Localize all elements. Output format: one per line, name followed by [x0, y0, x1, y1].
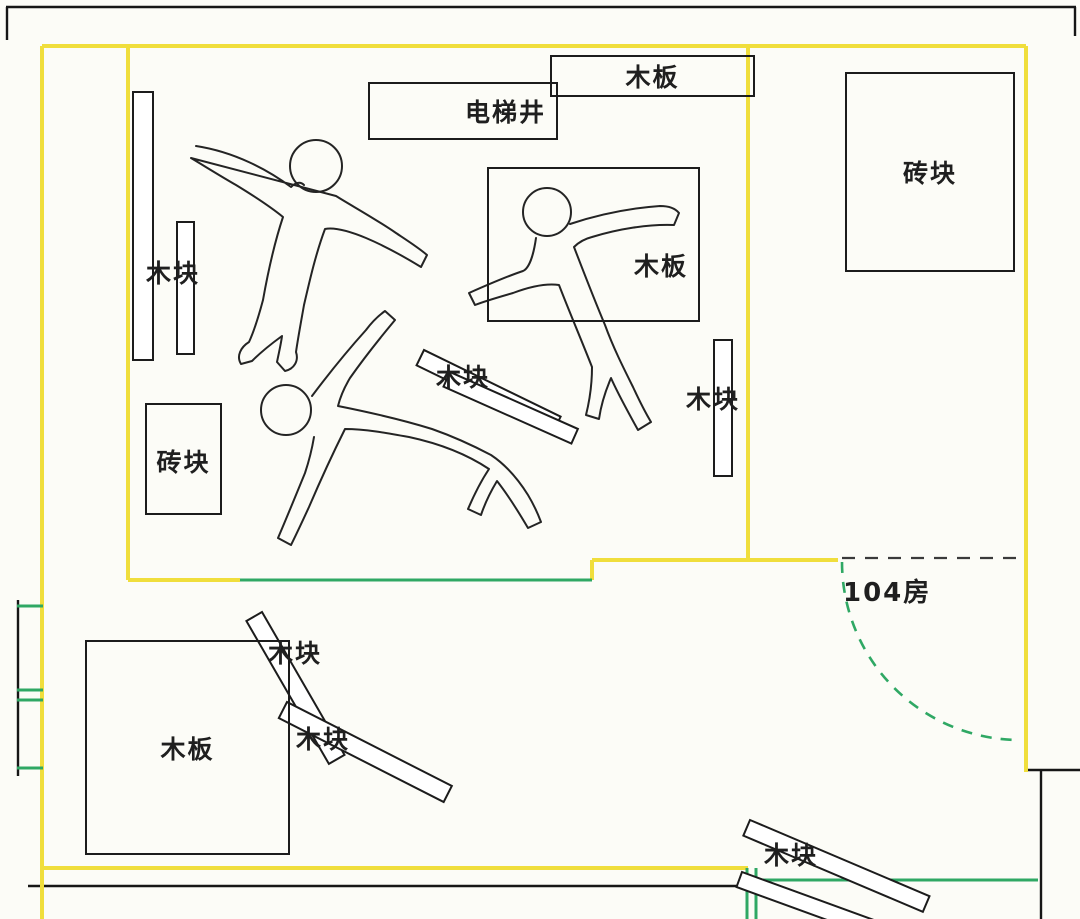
plank-center-2: [442, 370, 580, 445]
planks: [132, 91, 931, 919]
wall-lines: [40, 44, 1028, 919]
elevator-shaft-label: 电梯井: [464, 98, 546, 127]
brick-box-left: 砖块: [145, 403, 222, 515]
plank-lower-left-flat: [277, 700, 454, 804]
brick-label-left: 砖块: [156, 448, 211, 477]
wood-board-box-top: 木板: [550, 55, 755, 97]
wood-board-label-bottom-left: 木板: [160, 734, 215, 764]
victim-outline-3: [260, 310, 542, 546]
plank-vertical-right: [713, 339, 733, 477]
wood-block-label-lower-1: 木块: [268, 639, 323, 668]
wood-board-label-top: 木板: [625, 63, 680, 92]
plank-vertical-left-1: [132, 91, 154, 361]
page-border-lines: [5, 5, 1080, 919]
plank-vertical-left-2: [176, 221, 195, 355]
wood-block-label-bottom-right: 木块: [764, 841, 819, 870]
wood-block-label-right: 木块: [686, 385, 741, 414]
victim-outline-1: [190, 139, 428, 372]
door-swing-arc: [840, 561, 1021, 742]
wood-board-box-right: 木板: [487, 167, 700, 322]
victim-outline-2: [468, 187, 680, 431]
wood-board-label-right: 木板: [633, 252, 688, 281]
wood-block-label-center: 木块: [436, 363, 491, 392]
wood-board-box-bottom-left: 木板: [85, 640, 290, 855]
elevator-shaft-box: 电梯井: [368, 82, 558, 140]
room-104-label: 104房: [843, 578, 932, 608]
wood-block-label-left: 木块: [146, 259, 201, 288]
plank-bottom-right-1: [742, 818, 931, 914]
wood-block-label-lower-2: 木块: [296, 725, 351, 754]
brick-label-top-right: 砖块: [902, 159, 957, 188]
brick-box-top-right: 砖块: [845, 72, 1015, 272]
